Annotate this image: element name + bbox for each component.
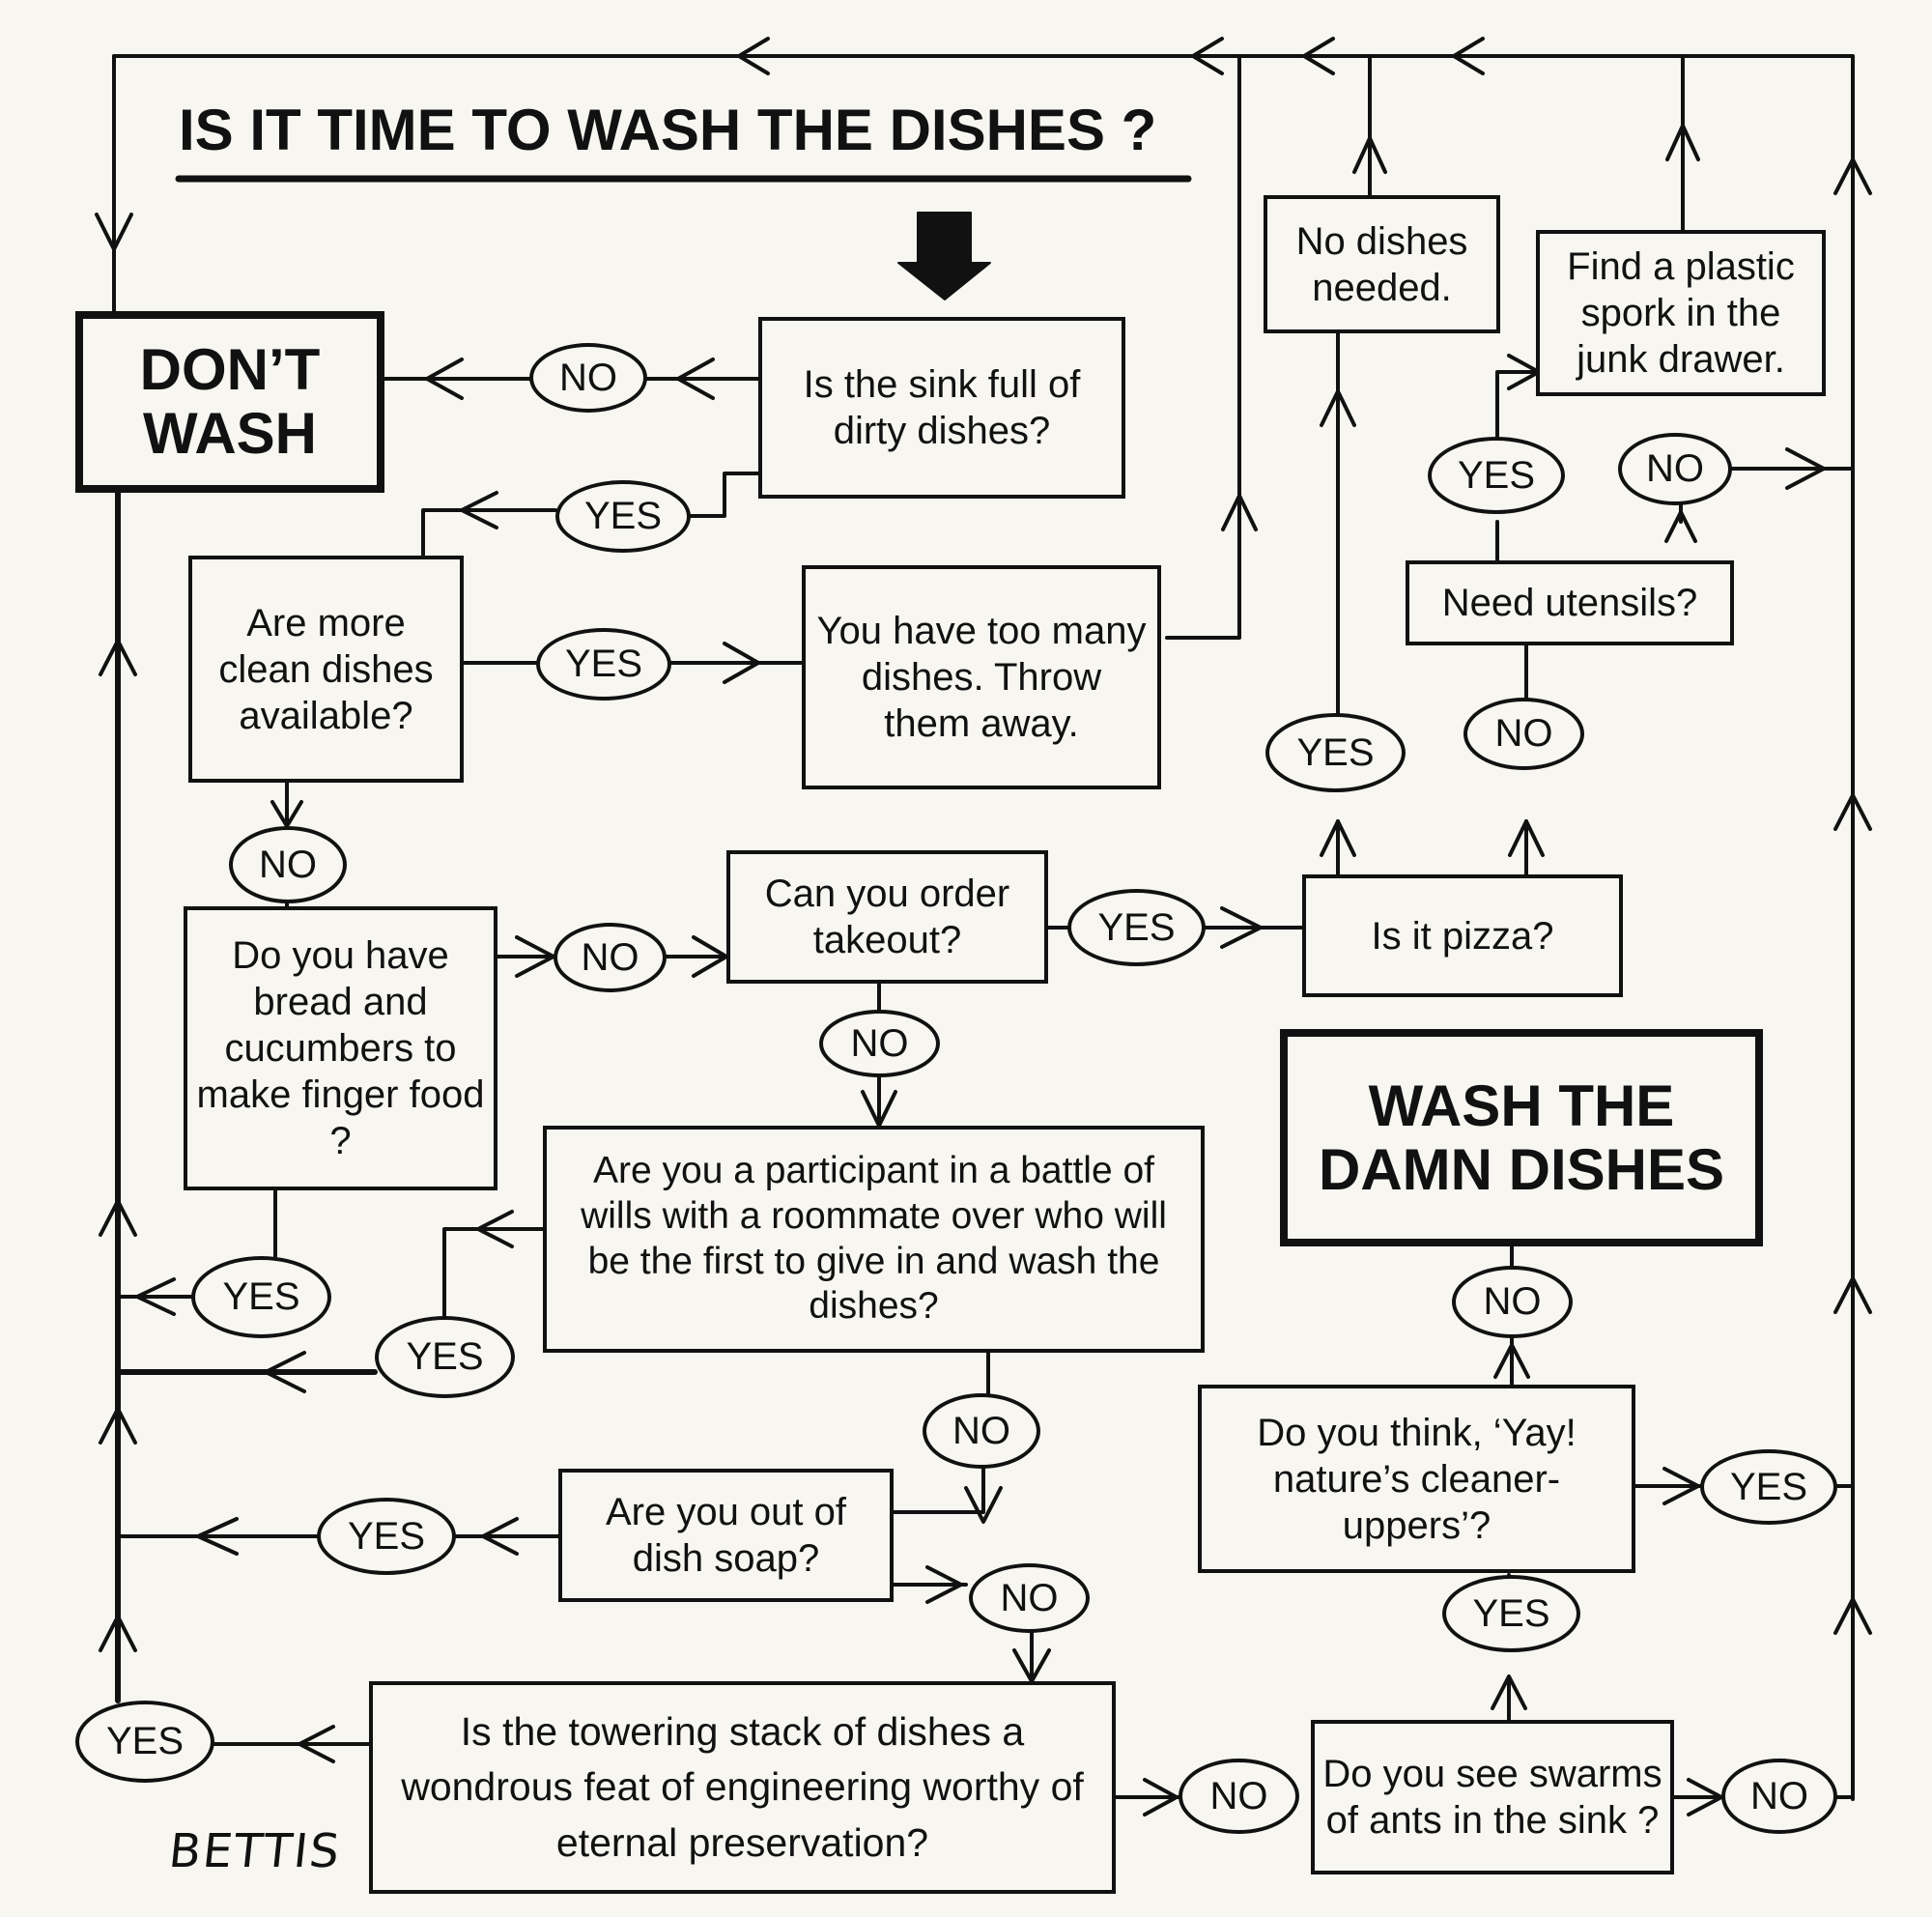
battle-of-wills-question: Are you a participant in a battle of wil… bbox=[543, 1126, 1205, 1353]
battle-no-oval: NO bbox=[923, 1393, 1040, 1469]
page-title: IS IT TIME TO WASH THE DISHES ? bbox=[179, 98, 1157, 162]
more-clean-dishes-question: Are more clean dishes available? bbox=[188, 556, 464, 783]
wash-the-damn-dishes-terminal: WASH THE DAMN DISHES bbox=[1280, 1029, 1763, 1246]
bread-yes-oval: YES bbox=[191, 1256, 331, 1338]
bread-no-oval: NO bbox=[554, 923, 667, 992]
dont-wash-terminal: DON’T WASH bbox=[75, 311, 384, 493]
takeout-yes-oval: YES bbox=[1067, 889, 1206, 966]
natures-yes-oval: YES bbox=[1700, 1449, 1837, 1525]
sink-full-question: Is the sink full of dirty dishes? bbox=[758, 317, 1125, 499]
towering-stack-question: Is the towering stack of dishes a wondro… bbox=[369, 1681, 1116, 1894]
order-takeout-question: Can you order takeout? bbox=[726, 850, 1048, 984]
towering-no-oval: NO bbox=[1179, 1759, 1299, 1834]
start-arrow bbox=[897, 212, 991, 300]
artist-signature: BETTIS bbox=[166, 1824, 344, 1878]
no-dishes-needed-note: No dishes needed. bbox=[1264, 195, 1500, 333]
sink-full-yes-oval: YES bbox=[555, 480, 691, 553]
soap-no-oval: NO bbox=[969, 1563, 1090, 1633]
sink-full-no-oval: NO bbox=[529, 343, 647, 413]
pizza-no-oval: NO bbox=[1463, 698, 1584, 770]
too-many-dishes-note: You have too many dishes. Throw them awa… bbox=[802, 565, 1161, 789]
bread-cucumbers-question: Do you have bread and cucumbers to make … bbox=[184, 906, 497, 1190]
ants-no-oval: NO bbox=[1721, 1759, 1837, 1834]
ants-in-sink-question: Do you see swarms of ants in the sink ? bbox=[1311, 1720, 1674, 1874]
need-utensils-question: Need utensils? bbox=[1406, 560, 1734, 645]
plastic-spork-note: Find a plastic spork in the junk drawer. bbox=[1536, 230, 1826, 396]
utensils-no-oval: NO bbox=[1618, 433, 1732, 505]
ants-yes-oval: YES bbox=[1442, 1575, 1580, 1652]
out-of-dish-soap-question: Are you out of dish soap? bbox=[558, 1469, 894, 1602]
utensils-yes-oval: YES bbox=[1428, 437, 1565, 514]
frame-top-right bbox=[112, 54, 1855, 1801]
is-pizza-question: Is it pizza? bbox=[1302, 874, 1623, 997]
pizza-yes-oval: YES bbox=[1265, 713, 1406, 792]
takeout-no-oval: NO bbox=[819, 1010, 940, 1077]
more-clean-no-oval: NO bbox=[229, 826, 347, 903]
natures-no-oval: NO bbox=[1452, 1266, 1573, 1338]
natures-cleaner-uppers-question: Do you think, ‘Yay! nature’s cleaner-upp… bbox=[1198, 1385, 1635, 1573]
towering-yes-oval: YES bbox=[75, 1701, 214, 1783]
soap-yes-oval: YES bbox=[317, 1498, 456, 1575]
more-clean-yes-oval: YES bbox=[536, 628, 671, 701]
battle-yes-oval: YES bbox=[375, 1316, 515, 1398]
